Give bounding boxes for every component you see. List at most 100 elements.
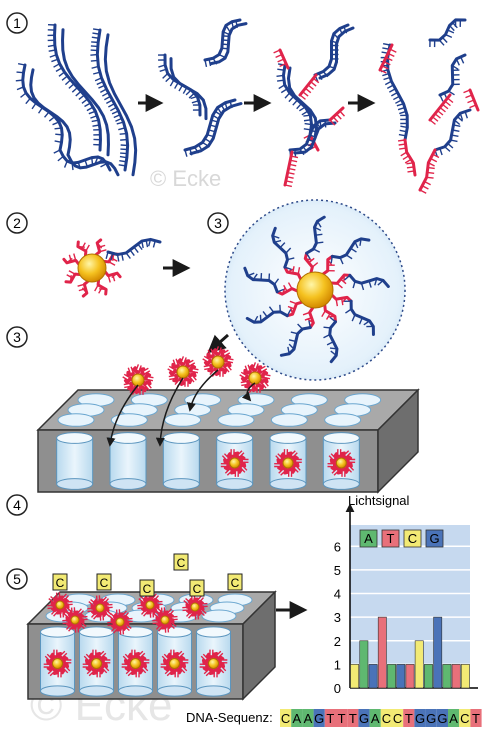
base-tick	[451, 64, 459, 70]
base-tick	[441, 36, 448, 43]
base-tick	[312, 77, 320, 84]
bead-primer	[243, 368, 252, 376]
well-opening	[324, 413, 362, 427]
base-tick	[345, 308, 352, 314]
base-tick	[252, 362, 257, 370]
bead-primer	[222, 361, 232, 369]
base-tick	[183, 600, 190, 606]
bead	[248, 371, 262, 385]
bead-primer	[76, 240, 88, 258]
base-tick	[98, 650, 105, 657]
sequence-base-box	[280, 709, 292, 727]
base-tick	[360, 283, 365, 291]
nucleotide-c	[96, 573, 112, 591]
base-tick	[107, 275, 111, 283]
base-tick	[287, 282, 293, 289]
bead	[229, 457, 241, 469]
bead-primer	[45, 657, 55, 665]
base-tick	[137, 243, 143, 251]
bead-primer	[62, 603, 70, 611]
bar-G	[396, 664, 406, 689]
bead-primer	[90, 602, 98, 610]
base-tick	[432, 153, 440, 159]
well-top	[118, 626, 153, 638]
base-tick	[125, 623, 132, 629]
base-tick	[294, 464, 301, 471]
base-tick	[59, 650, 66, 657]
base-tick	[63, 613, 70, 619]
base-tick	[406, 166, 414, 169]
legend-swatch	[425, 529, 444, 548]
well	[109, 437, 147, 485]
base-tick	[421, 185, 429, 190]
bead-primer	[189, 609, 197, 617]
genomic-dna-a-partner	[29, 68, 72, 157]
bead-primer	[207, 666, 215, 676]
base-tick	[93, 71, 101, 75]
base-tick	[110, 257, 118, 262]
legend-label: T	[387, 531, 395, 546]
base-tick	[48, 116, 56, 122]
base-tick	[226, 364, 232, 371]
base-tick	[456, 116, 464, 122]
bead-primer	[330, 293, 353, 303]
sequence-base-box	[358, 709, 370, 727]
well-top	[56, 432, 94, 444]
bar-T	[377, 616, 387, 689]
bar-C	[414, 640, 424, 689]
well-bottom	[322, 478, 360, 490]
base-tick	[262, 376, 271, 380]
bead-primer	[94, 610, 102, 618]
bead	[190, 602, 200, 612]
base-tick	[65, 606, 72, 612]
base-tick	[406, 162, 414, 165]
dna-fragmentation	[15, 18, 480, 194]
nucleotide-c-label: C	[231, 576, 240, 590]
base-tick	[115, 117, 123, 122]
base-tick	[78, 288, 86, 292]
nucleotide-c-label: C	[56, 576, 65, 590]
bead-primer	[62, 597, 69, 607]
base-tick	[48, 49, 56, 52]
y-tick-label: 2	[334, 634, 341, 649]
base-tick	[455, 58, 460, 66]
bead-primer	[237, 455, 246, 464]
base-tick	[289, 307, 294, 315]
base-tick	[315, 233, 323, 236]
base-tick	[302, 91, 309, 97]
base-tick	[90, 115, 98, 119]
base-tick	[84, 102, 91, 108]
sequence-base-box	[459, 709, 471, 727]
base-tick	[100, 163, 108, 168]
bead-primer	[123, 657, 133, 665]
bead-primer	[201, 657, 211, 665]
base-tick	[288, 167, 296, 171]
sequence-base-box	[313, 709, 325, 727]
base-tick	[116, 121, 124, 125]
base-tick	[122, 376, 130, 382]
base-tick	[321, 310, 326, 318]
base-tick	[147, 239, 152, 247]
base-tick	[279, 62, 287, 67]
bead-primer	[152, 603, 160, 611]
base-tick	[460, 56, 465, 64]
well-bottom	[157, 685, 192, 697]
sequence-base: A	[371, 711, 380, 726]
base-tick	[98, 286, 103, 294]
base-tick	[215, 346, 220, 354]
sequence-label: DNA-Sequenz:	[186, 710, 273, 725]
base-tick	[188, 92, 195, 99]
base-tick	[68, 254, 72, 262]
base-tick	[383, 76, 391, 81]
bead-primer	[248, 364, 258, 374]
bead-primer	[131, 366, 141, 376]
base-tick	[358, 317, 363, 325]
sequence-base-box	[291, 709, 303, 727]
base-tick	[91, 65, 99, 69]
bead-primer	[77, 612, 84, 622]
base-tick	[63, 160, 68, 168]
base-tick	[96, 242, 103, 249]
sequence-base-box	[302, 709, 314, 727]
base-tick	[359, 238, 362, 246]
